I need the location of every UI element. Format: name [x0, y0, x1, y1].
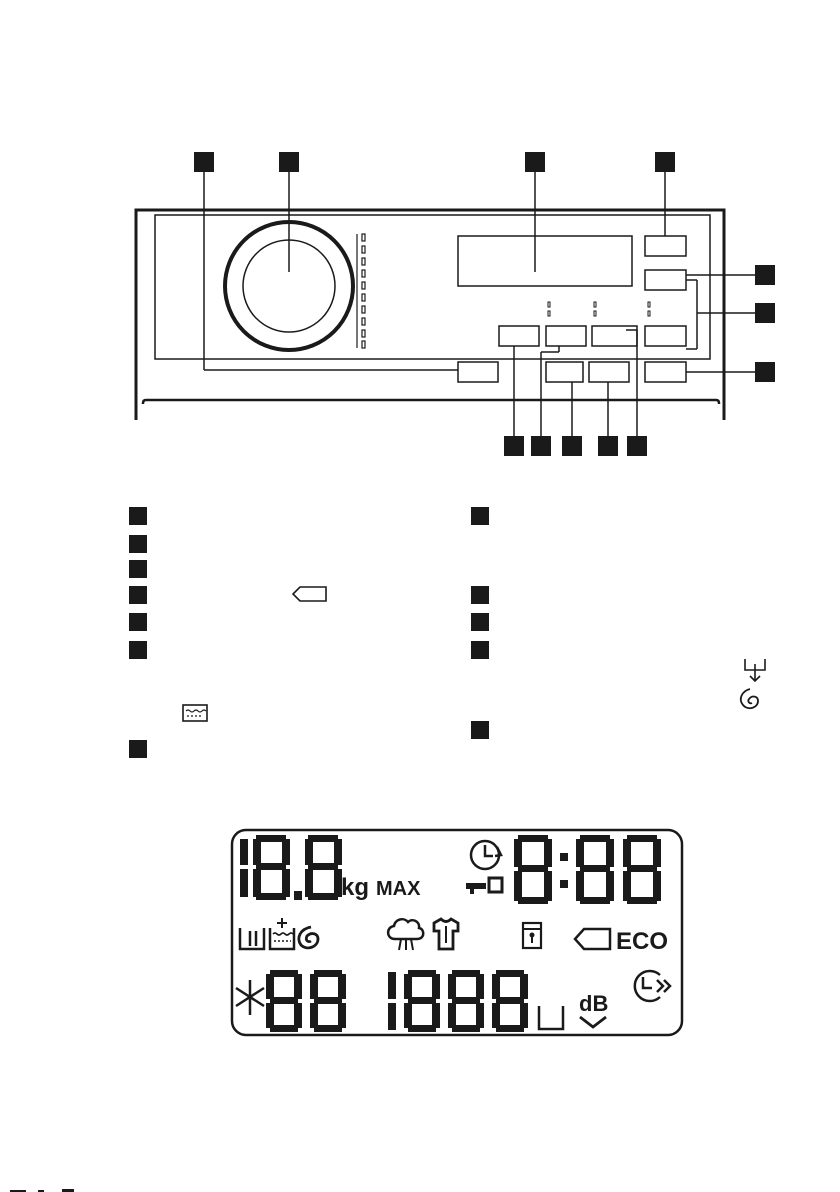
quiet-chevron-icon: [580, 1017, 606, 1027]
legend-marker-left-1: [129, 507, 147, 525]
spin-button[interactable]: [546, 326, 586, 346]
unit-kg: kg: [341, 874, 369, 901]
temperature-icon: [236, 980, 264, 1015]
prewash-icon: [240, 928, 264, 949]
callout-bottom-5: [627, 436, 647, 456]
callout-right-3: [755, 362, 775, 382]
legend-marker-right-3: [471, 613, 489, 631]
left-bottom-button[interactable]: [458, 362, 498, 382]
lcd-display-diagram: kg MAX: [0, 825, 840, 1055]
legend-marker-left-2: [129, 535, 147, 553]
program-indicator-leds: [362, 234, 365, 348]
delay-start-button[interactable]: [645, 270, 686, 290]
steam-button[interactable]: [546, 362, 583, 382]
empty-basket-icon: [539, 1006, 563, 1029]
drain-icon: [745, 659, 765, 681]
door-lock-icon: [523, 923, 541, 948]
extra-rinse-icon: [183, 705, 207, 721]
legend-marker-right-5: [471, 721, 489, 739]
option-button[interactable]: [592, 326, 637, 346]
eco-label: ECO: [616, 928, 668, 955]
control-panel-diagram: [0, 0, 840, 480]
legend-marker-left-3: [129, 560, 147, 578]
callout-top-2: [279, 152, 299, 172]
legend-marker-right-4: [471, 641, 489, 659]
start-pause-button[interactable]: [645, 236, 686, 256]
time-digits: [514, 835, 661, 904]
callout-right-2: [755, 303, 775, 323]
spin-speed-digits: [388, 970, 528, 1032]
callout-top-1: [194, 152, 214, 172]
callout-bottom-2: [531, 436, 551, 456]
soil-level-button[interactable]: [589, 362, 629, 382]
temperature-button[interactable]: [499, 326, 539, 346]
legend-marker-left-5: [129, 613, 147, 631]
shirt-icon: [434, 919, 458, 949]
legend-marker-right-1: [471, 507, 489, 525]
time-manager-button[interactable]: [645, 326, 686, 346]
spin-icon: [741, 689, 758, 708]
extra-rinse-lcd-icon: [270, 918, 294, 949]
detergent-tag-icon: [293, 587, 326, 601]
callout-bottom-1: [504, 436, 524, 456]
unit-max: MAX: [376, 878, 421, 900]
time-save-icon: [635, 971, 670, 1001]
detergent-tag-lcd-icon: [575, 929, 610, 949]
temperature-digits: [266, 970, 346, 1032]
legend: [0, 490, 840, 770]
legend-marker-left-6: [129, 641, 147, 659]
key-icon: [466, 878, 502, 894]
callout-right-1: [755, 265, 775, 285]
callout-bottom-4: [598, 436, 618, 456]
delay-clock-icon: [471, 841, 501, 869]
weight-digits: [240, 835, 342, 900]
db-label: dB: [579, 991, 608, 1016]
callout-bottom-3: [562, 436, 582, 456]
legend-marker-left-7: [129, 740, 147, 758]
page-footer-marks: [0, 1180, 840, 1192]
legend-marker-left-4: [129, 586, 147, 604]
steam-icon: [388, 919, 423, 950]
spin-lcd-icon: [299, 927, 318, 948]
callout-top-4: [655, 152, 675, 172]
on-off-button[interactable]: [645, 362, 686, 382]
legend-marker-right-2: [471, 586, 489, 604]
callout-top-3: [525, 152, 545, 172]
display-window: [458, 236, 632, 286]
